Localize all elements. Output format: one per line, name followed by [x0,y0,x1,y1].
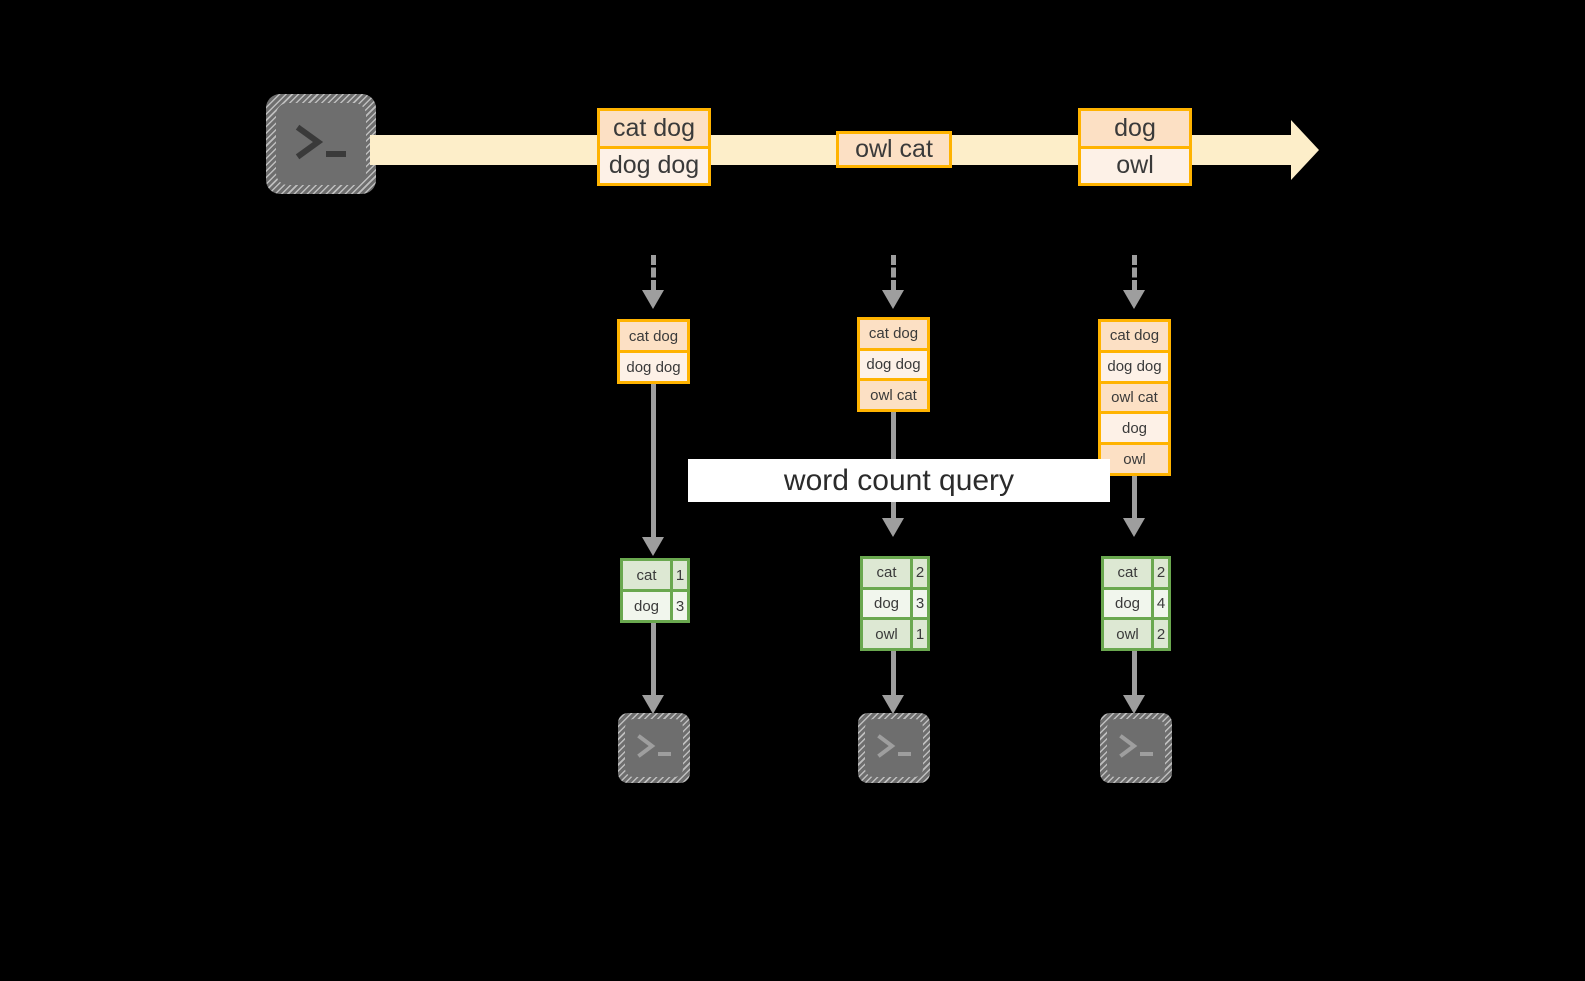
sink-line-2 [891,651,896,695]
table-row: dog 4 [1104,586,1168,618]
table-cell-word: owl [1104,620,1151,649]
table-cell-count: 4 [1151,589,1168,618]
event-stream-arrowhead [1291,120,1319,180]
query-line-3 [1132,476,1137,518]
table-row: owl 1 [863,617,927,649]
snapshot-2[interactable]: cat dog dog dog owl cat [857,317,930,412]
result-table-2[interactable]: cat 2 dog 3 owl 1 [860,556,930,651]
stream-tap-line-3 [1132,255,1137,290]
result-table-1[interactable]: cat 1 dog 3 [620,558,690,623]
query-line-1 [651,384,656,537]
snapshot-row: cat dog [860,320,927,348]
table-cell-word: dog [1104,589,1151,618]
stream-tap-line-2 [891,255,896,290]
table-row: cat 2 [863,559,927,587]
table-row: dog 3 [623,589,687,620]
snapshot-row: dog dog [1101,349,1168,381]
consumer-terminal-3 [1100,713,1172,783]
table-cell-word: cat [863,559,910,587]
stream-record-1[interactable]: cat dog dog dog [597,108,711,186]
table-row: cat 2 [1104,559,1168,587]
sink-arrowhead-3 [1123,695,1145,714]
table-cell-word: cat [1104,559,1151,587]
stream-record-2[interactable]: owl cat [836,131,952,168]
consumer-terminal-2 [858,713,930,783]
record-row: dog dog [600,145,708,183]
table-row: owl 2 [1104,617,1168,649]
stream-record-3[interactable]: dog owl [1078,108,1192,186]
table-row: dog 3 [863,586,927,618]
snapshot-row: cat dog [620,322,687,350]
snapshot-row: owl cat [860,378,927,410]
snapshot-row: owl [1101,442,1168,473]
snapshot-row: dog dog [620,350,687,381]
stream-tap-line-1 [651,255,656,290]
consumer-terminal-1 [618,713,690,783]
snapshot-1[interactable]: cat dog dog dog [617,319,690,384]
sink-arrowhead-2 [882,695,904,714]
record-row: owl [1081,145,1189,183]
table-cell-count: 3 [910,589,927,618]
table-cell-count: 3 [670,592,687,620]
query-arrowhead-1 [642,537,664,556]
stream-tap-arrowhead-2 [882,290,904,309]
record-row: owl cat [839,134,949,165]
record-row: dog [1081,111,1189,146]
snapshot-row: cat dog [1101,322,1168,350]
query-arrowhead-3 [1123,518,1145,537]
snapshot-row: owl cat [1101,380,1168,412]
table-cell-count: 1 [670,561,687,589]
result-table-3[interactable]: cat 2 dog 4 owl 2 [1101,556,1171,651]
sink-line-1 [651,623,656,695]
query-label: word count query [688,459,1110,502]
table-cell-count: 1 [910,620,927,649]
stream-tap-arrowhead-3 [1123,290,1145,309]
table-cell-word: owl [863,620,910,649]
sink-arrowhead-1 [642,695,664,714]
producer-terminal [266,94,376,194]
stream-tap-arrowhead-1 [642,290,664,309]
snapshot-row: dog [1101,411,1168,443]
table-cell-count: 2 [1151,620,1168,649]
table-cell-count: 2 [1151,559,1168,587]
snapshot-3[interactable]: cat dog dog dog owl cat dog owl [1098,319,1171,476]
query-arrowhead-2 [882,518,904,537]
snapshot-row: dog dog [860,347,927,379]
table-cell-word: dog [863,589,910,618]
table-cell-word: dog [623,592,670,620]
sink-line-3 [1132,651,1137,695]
table-row: cat 1 [623,561,687,589]
record-row: cat dog [600,111,708,146]
table-cell-word: cat [623,561,670,589]
table-cell-count: 2 [910,559,927,587]
